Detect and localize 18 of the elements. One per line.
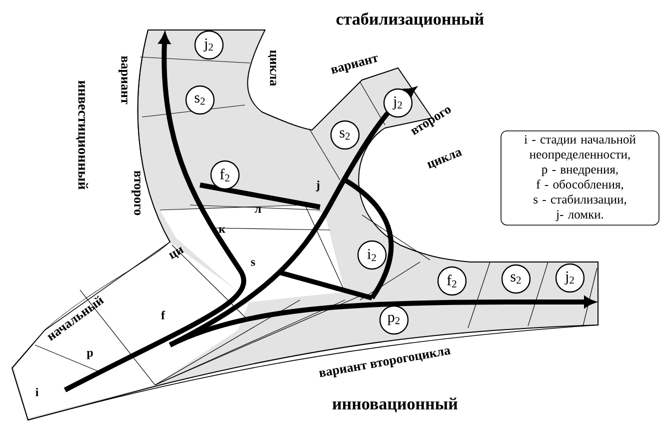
band-text: ци [168, 246, 184, 260]
legend-box: i - стадии начальной неопределенности, p - внедрения, f - обособления, s - стабилизации, j- ломки. [500, 130, 660, 226]
band-text: к [218, 227, 226, 233]
band-text: вариант [330, 56, 378, 74]
region-letter: p [86, 350, 93, 360]
vertical-text: инвестиционный [76, 80, 88, 190]
region-letter: i [36, 388, 38, 396]
heading-text: стабилизационный [336, 12, 484, 28]
heading-text: инновационный [332, 398, 458, 412]
region-letter: j [316, 180, 320, 192]
band-text: л [254, 207, 262, 213]
band-text: цикла [427, 150, 462, 168]
band-text: вариант второгоцикла [318, 348, 451, 378]
region-letter: s [251, 260, 256, 266]
band-text: вариант [118, 56, 128, 104]
band-text: цикла [268, 50, 276, 86]
region-letter: f [161, 310, 166, 320]
band-text: второго [132, 170, 140, 216]
